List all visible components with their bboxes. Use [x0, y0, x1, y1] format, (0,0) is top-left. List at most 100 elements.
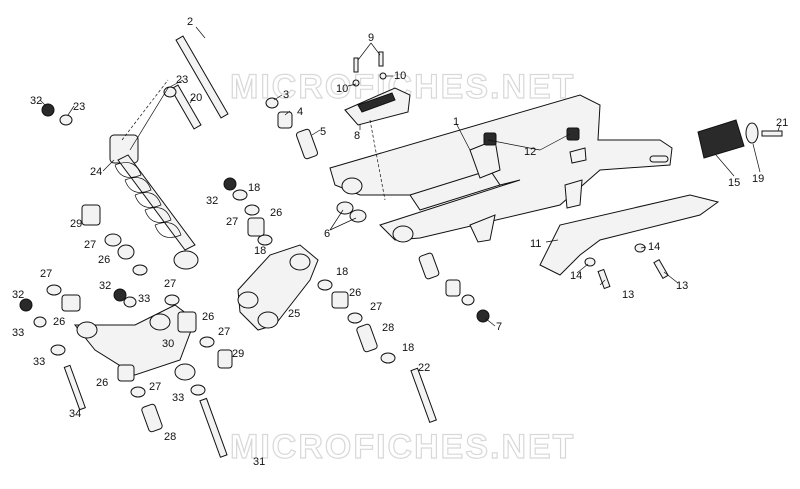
bolt-13-right — [653, 259, 669, 279]
seal-6-upper — [336, 201, 354, 215]
bolt-20 — [170, 84, 202, 130]
washer-27-right — [347, 312, 363, 324]
washer-27-rocker — [244, 204, 260, 216]
callout-31: 31 — [253, 456, 265, 468]
callout-14-left: 14 — [570, 270, 582, 282]
spacer-28-bottom — [141, 403, 163, 433]
callout-10-right: 10 — [394, 70, 406, 82]
pad-12-right — [566, 127, 580, 141]
callout-7: 7 — [496, 321, 502, 333]
callout-34: 34 — [69, 408, 81, 420]
callout-18-c: 18 — [336, 266, 348, 278]
pad-12-left — [483, 132, 497, 146]
callout-26-c: 26 — [349, 287, 361, 299]
callout-26-d: 26 — [53, 316, 65, 328]
washer-27-bottom — [130, 386, 146, 398]
washer-27-middle — [164, 294, 180, 306]
washer-18-rocker-low — [257, 234, 273, 246]
bolt-22 — [410, 367, 437, 423]
nut-32-lower — [19, 298, 33, 312]
callout-28-right: 28 — [382, 322, 394, 334]
nut-32-rocker — [223, 177, 237, 191]
spacer-29-left — [81, 204, 101, 226]
callout-33-d: 33 — [172, 392, 184, 404]
spacer-5-upper — [295, 128, 319, 160]
bushing-4-lower — [445, 279, 461, 297]
washer-27-mid2 — [199, 336, 215, 348]
chain-slider-assembly — [697, 119, 783, 159]
callout-15: 15 — [728, 177, 740, 189]
callout-27-b: 27 — [226, 216, 238, 228]
callout-33-c: 33 — [33, 356, 45, 368]
callout-26-a: 26 — [98, 254, 110, 266]
bearing-26-bottom — [117, 364, 135, 382]
callout-27-c: 27 — [164, 278, 176, 290]
washer-3-upper — [265, 97, 279, 109]
nut-32-middle — [113, 288, 127, 302]
callout-9: 9 — [368, 32, 374, 44]
rocker-25 — [237, 244, 319, 331]
washer-18-right — [317, 279, 333, 291]
leader-lines — [39, 26, 781, 327]
nut-32-top — [41, 103, 55, 117]
callout-32-a: 32 — [30, 95, 42, 107]
bearing-27-left — [104, 233, 122, 247]
bearing-26-right — [331, 291, 349, 309]
callout-13-right: 13 — [676, 280, 688, 292]
callout-6: 6 — [324, 228, 330, 240]
callout-32-d: 32 — [99, 280, 111, 292]
callout-33-a: 33 — [138, 293, 150, 305]
callout-22: 22 — [418, 362, 430, 374]
washer-23-left — [59, 114, 73, 126]
washer-33-left — [33, 316, 47, 328]
shock-absorber — [109, 134, 199, 270]
callout-18-b: 18 — [254, 245, 266, 257]
spacer-5-lower — [418, 252, 440, 280]
callout-32-c: 32 — [12, 289, 24, 301]
callout-12: 12 — [524, 146, 536, 158]
linkage-30 — [73, 304, 196, 381]
callout-27-e: 27 — [218, 326, 230, 338]
callout-26-e: 26 — [202, 311, 214, 323]
callout-21: 21 — [776, 117, 788, 129]
callout-11: 11 — [530, 238, 541, 250]
callout-19: 19 — [752, 173, 764, 185]
callout-32-b: 32 — [206, 195, 218, 207]
dashed-guide-bracket — [369, 119, 386, 201]
callout-29-left: 29 — [70, 218, 82, 230]
callout-13-left: 13 — [622, 289, 634, 301]
washer-33-lower-left — [50, 344, 66, 356]
callout-5: 5 — [320, 126, 326, 138]
callout-4: 4 — [297, 106, 303, 118]
dashed-guide-shock — [121, 79, 169, 141]
callout-26-f: 26 — [96, 377, 108, 389]
bushing-4-upper — [277, 111, 293, 129]
callout-8: 8 — [354, 130, 360, 142]
callout-14-right: 14 — [648, 241, 660, 253]
washer-27-lower-left — [46, 284, 62, 296]
callout-28-bottom: 28 — [164, 431, 176, 443]
callout-26-b: 26 — [270, 207, 282, 219]
washer-14-right — [634, 243, 646, 253]
washer-33-bottom — [190, 384, 206, 396]
callout-2: 2 — [187, 16, 193, 28]
callout-27-g: 27 — [149, 381, 161, 393]
callout-23-left: 23 — [73, 101, 85, 113]
watermark-bottom: MICROFICHES.NET — [230, 428, 575, 466]
callout-27-d: 27 — [40, 268, 52, 280]
swingarm — [329, 94, 673, 243]
washer-27-left — [132, 264, 148, 276]
callout-20: 20 — [190, 92, 202, 104]
callout-30: 30 — [162, 338, 174, 350]
bearing-26-middle — [177, 311, 197, 333]
callout-18-d: 18 — [402, 342, 414, 354]
bracket-12 — [569, 147, 587, 164]
callout-18-a: 18 — [248, 182, 260, 194]
bolt-31 — [199, 397, 228, 458]
chain-guard — [539, 194, 720, 276]
seal-6-lower — [349, 209, 367, 223]
callout-3: 3 — [283, 89, 289, 101]
bolt-34 — [63, 364, 86, 411]
washer-18-rocker-top — [232, 189, 248, 201]
